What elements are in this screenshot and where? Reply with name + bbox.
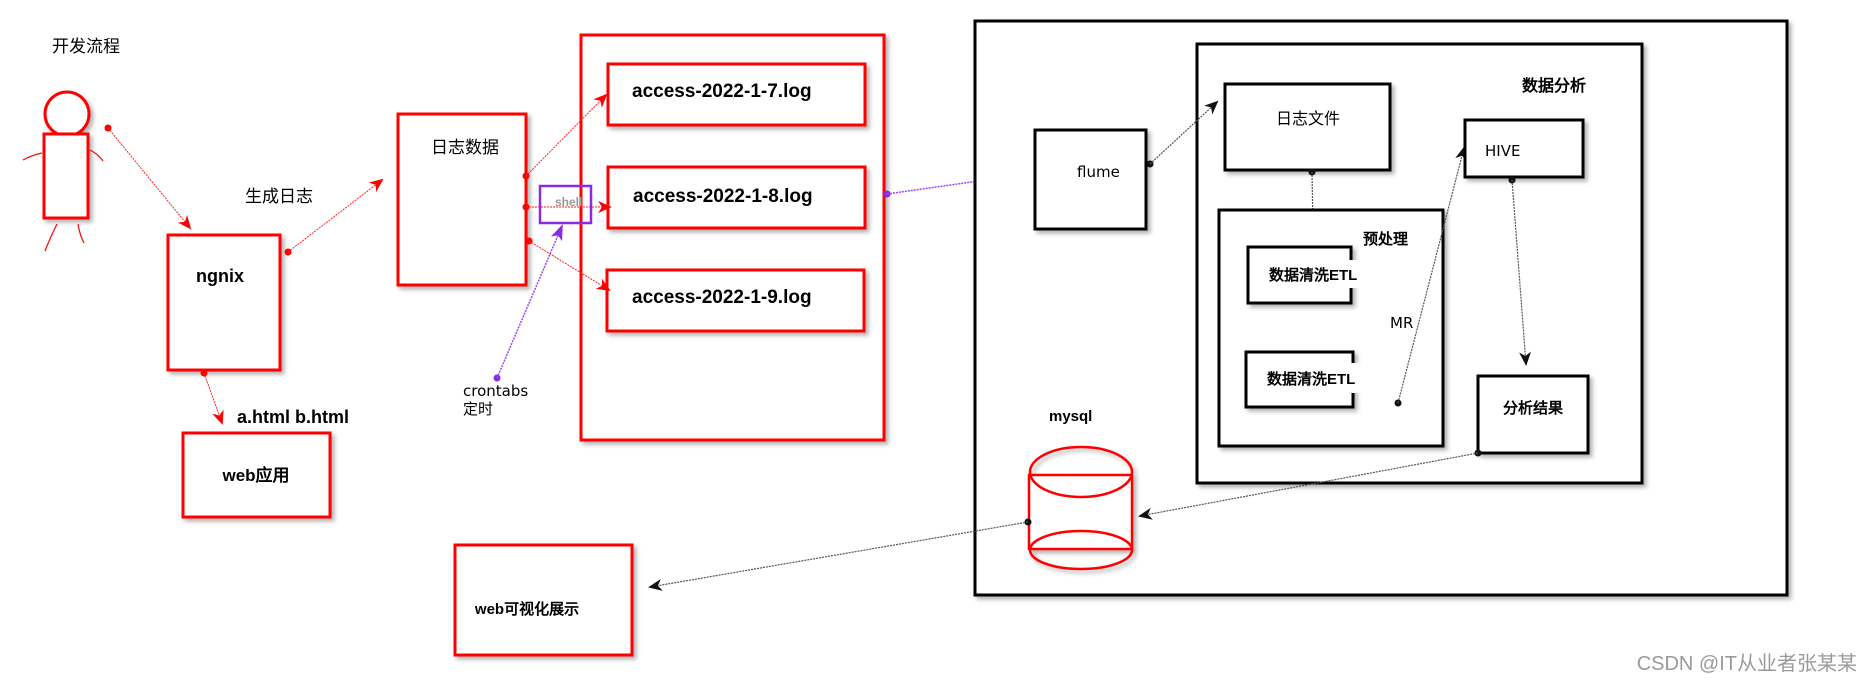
ngnix-label: ngnix: [196, 266, 244, 286]
log-file-label: access-2022-1-8.log: [633, 186, 813, 207]
crontab-label: crontabs: [463, 382, 528, 400]
flume-label: flume: [1077, 163, 1120, 181]
etl-label: 数据清洗ETL: [1267, 370, 1355, 388]
log-file-label: access-2022-1-9.log: [632, 287, 812, 308]
arrow-ngnix-to-logdata: [284, 178, 384, 256]
arrow-logdata-to-log3: [525, 237, 611, 292]
hive-label: HIVE: [1485, 142, 1520, 160]
flume-node[interactable]: flume: [1033, 128, 1148, 231]
analysis-result-label: 分析结果: [1503, 399, 1564, 417]
generate-log-label: 生成日志: [245, 187, 313, 207]
mysql-database-icon[interactable]: [1027, 445, 1134, 571]
arrow-result-to-mysql: [1138, 449, 1482, 520]
shell-label: shell: [555, 195, 582, 209]
arrow-crontab-to-shell: [493, 224, 563, 382]
arrow-flume-to-logfile: [1146, 100, 1219, 168]
arrow-mysql-to-webvisual: [648, 518, 1032, 591]
log-file-node[interactable]: access-2022-1-8.log: [606, 165, 867, 230]
web-visualization-node[interactable]: web可视化展示: [453, 543, 634, 657]
analysis-result-node[interactable]: 分析结果: [1476, 374, 1590, 455]
web-app-label: web应用: [221, 465, 289, 485]
developer-figure-icon: [22, 90, 104, 252]
hive-node[interactable]: HIVE: [1463, 118, 1585, 179]
log-data-label: 日志数据: [431, 138, 499, 158]
web-visualization-label: web可视化展示: [474, 600, 579, 618]
log-file-label: access-2022-1-7.log: [632, 81, 812, 102]
mr-label: MR: [1390, 314, 1413, 332]
arrow-ngnix-to-webapp: [200, 369, 224, 425]
arrow-hive-to-result: [1508, 176, 1532, 366]
html-files-label: a.html b.html: [237, 407, 349, 427]
crontab-timer-label: 定时: [463, 400, 493, 418]
web-app-node[interactable]: web应用: [181, 431, 332, 519]
log-file-node[interactable]: access-2022-1-9.log: [605, 268, 866, 333]
diagram-title: 开发流程: [52, 37, 120, 57]
watermark: CSDN @IT从业者张某某: [1636, 653, 1857, 675]
etl-node[interactable]: 数据清洗ETL: [1246, 245, 1376, 305]
mysql-label: mysql: [1049, 408, 1092, 425]
shell-node[interactable]: shell: [538, 184, 593, 225]
log-file-node[interactable]: access-2022-1-7.log: [606, 62, 867, 127]
arrow-logdata-to-log1: [522, 93, 608, 180]
etl-label: 数据清洗ETL: [1269, 266, 1357, 284]
log-data-node[interactable]: 日志数据: [396, 112, 528, 287]
arrow-mr-to-hive: [1394, 146, 1467, 407]
preprocess-label: 预处理: [1363, 230, 1408, 248]
log-file-storage-node[interactable]: 日志文件: [1223, 82, 1392, 172]
arrow-developer-to-ngnix: [104, 124, 192, 230]
log-file-storage-label: 日志文件: [1276, 109, 1340, 128]
ngnix-node[interactable]: ngnix: [166, 233, 282, 372]
etl-node[interactable]: 数据清洗ETL: [1244, 350, 1374, 409]
data-analysis-label: 数据分析: [1522, 76, 1586, 95]
